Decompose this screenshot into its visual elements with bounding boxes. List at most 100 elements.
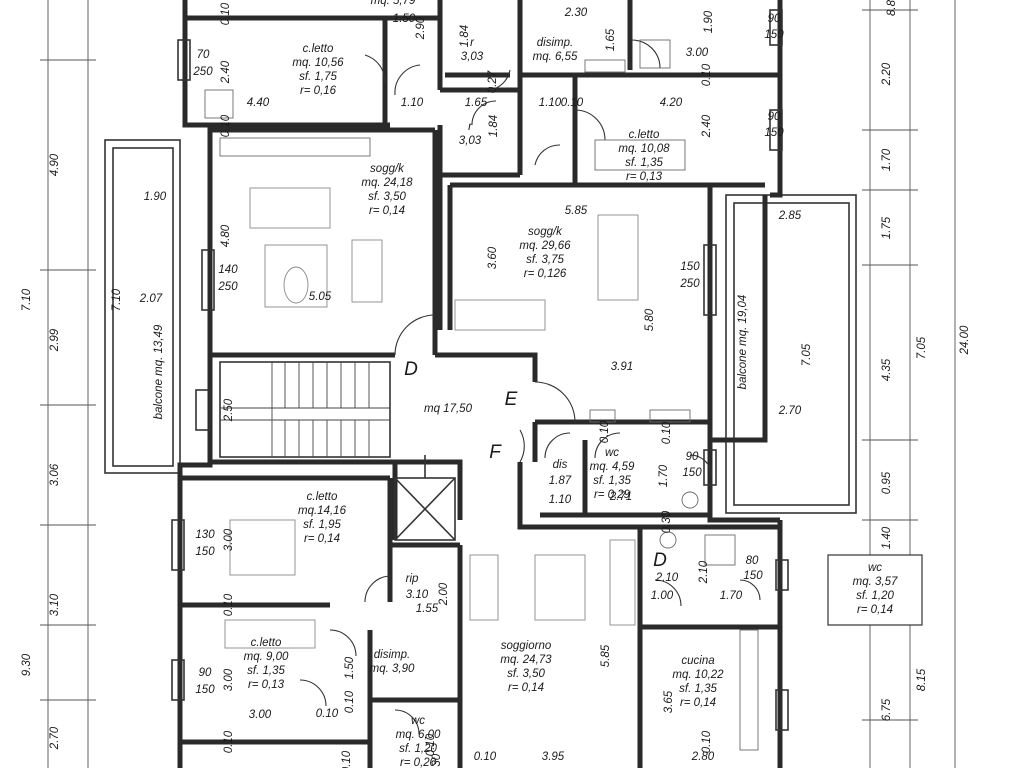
dimension-label: 7.05 bbox=[801, 343, 813, 366]
dimension-label: 1.55 bbox=[416, 603, 439, 615]
wc-annotation-box bbox=[827, 554, 923, 626]
dimension-label: 1.50 bbox=[344, 656, 356, 679]
left-dimension-label: 7.10 bbox=[21, 288, 33, 311]
dimension-label: 0.27 bbox=[487, 70, 499, 93]
room-label: mq. 5,79 bbox=[371, 0, 416, 7]
right-dimension-label: 8.15 bbox=[916, 668, 928, 691]
dimension-label: 1.90 bbox=[144, 191, 167, 203]
dimension-label: 1.50 bbox=[393, 13, 416, 25]
right-dimension-label: 0.95 bbox=[881, 471, 893, 494]
dimension-label: 2.40 bbox=[701, 114, 713, 138]
left-dimension-label: 3.10 bbox=[49, 593, 61, 616]
dimension-label: 250 bbox=[679, 278, 700, 290]
dimension-label: 90 bbox=[199, 667, 212, 679]
right-dimension-label: 7.05 bbox=[916, 336, 928, 359]
balcony-left bbox=[104, 139, 181, 474]
dimension-label: 0.30 bbox=[661, 510, 673, 533]
dimension-label: 2.00 bbox=[438, 582, 450, 606]
room-label: disimp.mq. 3,90 bbox=[370, 649, 415, 675]
dimension-label: 130 bbox=[195, 529, 215, 541]
left-dimension-label: 7.10 bbox=[111, 288, 123, 311]
room-label: mq 17,50 bbox=[424, 403, 473, 415]
dimension-label: 0.10 bbox=[344, 690, 356, 713]
dimension-label: 3.00 bbox=[223, 668, 235, 691]
dimension-lines bbox=[40, 0, 956, 768]
dimension-label: 150 bbox=[682, 467, 702, 479]
right-dimension-label: 4.35 bbox=[881, 358, 893, 381]
dimension-label: 3.60 bbox=[487, 246, 499, 269]
balcony-right bbox=[725, 194, 857, 514]
dimension-label: 90 bbox=[768, 111, 781, 123]
interior-walls bbox=[180, 0, 780, 768]
dimension-label: 150 bbox=[743, 570, 763, 582]
dimension-label: 2.85 bbox=[778, 210, 802, 222]
right-dimension-label: 6.75 bbox=[881, 698, 893, 721]
stair-letters: DEF bbox=[404, 359, 518, 463]
dimension-label: 1.65 bbox=[465, 97, 488, 109]
dimension-label: 3.00 bbox=[223, 528, 235, 551]
furniture bbox=[204, 39, 759, 751]
dimension-label: 1.10 bbox=[401, 97, 424, 109]
dimension-label: 1.70 bbox=[658, 464, 670, 487]
dimension-label: 2.10 bbox=[655, 572, 679, 584]
dimension-label: 3.95 bbox=[542, 751, 565, 763]
stair-letter: D bbox=[404, 359, 418, 380]
dimension-label: 1.70 bbox=[720, 590, 743, 602]
left-dimension-label: 3.06 bbox=[49, 463, 61, 486]
dimension-label: 3.65 bbox=[663, 690, 675, 713]
dimension-label: 140 bbox=[218, 264, 238, 276]
windows bbox=[171, 9, 789, 731]
dimension-label: 250 bbox=[217, 281, 238, 293]
dimension-label: 1.10 bbox=[549, 494, 572, 506]
dimension-label: 150 bbox=[764, 29, 784, 41]
balcony-label: balcone mq. 13,49 bbox=[153, 324, 165, 419]
dimension-label: 5.85 bbox=[565, 205, 588, 217]
left-dimension-label: 4.90 bbox=[49, 153, 61, 176]
elevator-shaft bbox=[394, 455, 456, 541]
dimension-label: 1.00 bbox=[651, 590, 674, 602]
dimension-label: 90 bbox=[768, 13, 781, 25]
dimension-label: 4.80 bbox=[220, 224, 232, 247]
dimension-label: 1.90 bbox=[703, 10, 715, 33]
dimension-label: 150 bbox=[195, 684, 215, 696]
dimension-label: 2.30 bbox=[564, 7, 588, 19]
balcony-labels: balcone mq. 13,49 balcone mq. 19,04 bbox=[153, 295, 749, 420]
dimension-label: 0.10 bbox=[223, 593, 235, 616]
dimension-label: 150 bbox=[680, 261, 700, 273]
dimension-label: 0.10 bbox=[223, 730, 235, 753]
dimension-label: 90 bbox=[686, 451, 699, 463]
dimension-label: 3.00 bbox=[249, 709, 272, 721]
dimension-label: 0.10 bbox=[316, 708, 339, 720]
dimension-label: 0.10 bbox=[474, 751, 497, 763]
dimension-label: 5.05 bbox=[309, 291, 332, 303]
dimension-label: 0.30 bbox=[431, 753, 443, 768]
right-dimension-label: 8.8 bbox=[886, 0, 898, 16]
dimension-label: 1.87 bbox=[549, 475, 572, 487]
balcony-label: balcone mq. 19,04 bbox=[737, 295, 749, 390]
room-label: rip bbox=[406, 573, 419, 585]
room-label: dis bbox=[553, 459, 568, 471]
stair-letter: E bbox=[505, 389, 518, 410]
dimension-label: 0.10 bbox=[341, 750, 353, 768]
dimension-label: 0.10 bbox=[701, 730, 713, 753]
dimension-label: 3.00 bbox=[686, 47, 709, 59]
dimension-label: 5.85 bbox=[600, 644, 612, 667]
dimension-label: 1.10 bbox=[539, 97, 562, 109]
dimension-label: 0.10 bbox=[220, 114, 232, 137]
right-dimension-label: 1.75 bbox=[881, 216, 893, 239]
right-dimension-label: 2.20 bbox=[881, 62, 893, 86]
dimension-label: 2.71 bbox=[609, 491, 632, 503]
dimension-label: 2.70 bbox=[778, 405, 802, 417]
